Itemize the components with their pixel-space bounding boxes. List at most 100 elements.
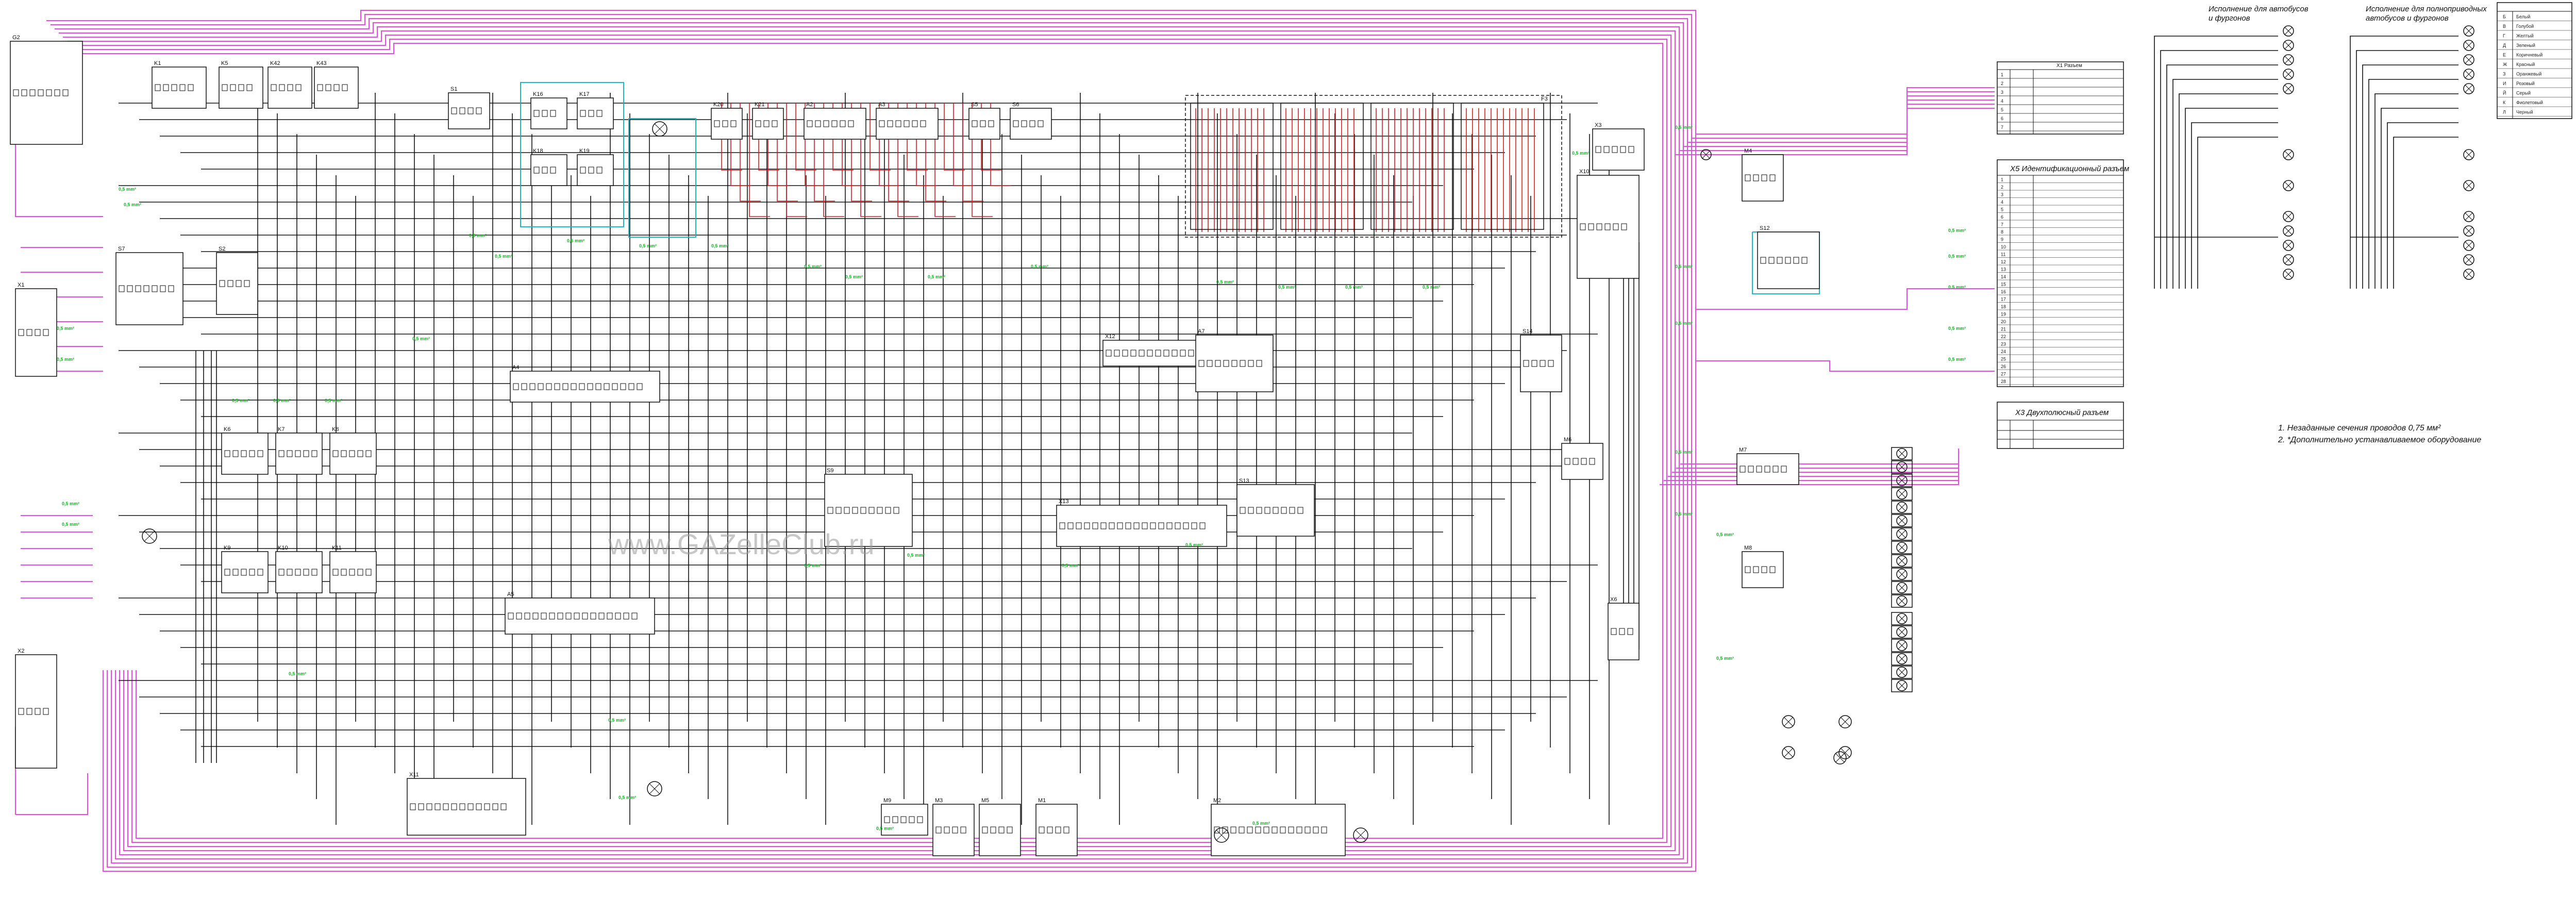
contact (1125, 522, 1131, 529)
contact (815, 120, 821, 127)
lamp-cross (2465, 85, 2473, 93)
wire-section-tag: 0,5 mm² (608, 718, 626, 723)
lamp-cross (2465, 181, 2473, 190)
contact (179, 84, 186, 91)
contact (1248, 507, 1254, 514)
contact (43, 708, 49, 715)
contact (884, 816, 890, 823)
lamp-cross (2465, 270, 2473, 278)
lamp-cross (2465, 27, 2473, 35)
cyan-enclosure (628, 118, 696, 238)
wire-section-tag: 0,5 mm² (1278, 285, 1296, 290)
fuse-block: F3 (1185, 95, 1562, 238)
lamp-cross (2284, 27, 2293, 35)
contact (484, 803, 490, 810)
wire (2154, 36, 2278, 289)
colour-name: Оранжевый (2516, 72, 2541, 77)
component-label: X3 (1595, 122, 1601, 128)
component-m3 (932, 804, 975, 856)
colour-name: Зеленый (2516, 43, 2535, 48)
lamp-cross (1898, 476, 1906, 485)
contact (542, 110, 548, 117)
wire-section-tag: 0,5 mm² (119, 187, 136, 192)
contact (596, 110, 603, 117)
contact (582, 612, 588, 620)
lamp-socket (1891, 474, 1913, 487)
fuse-block-section (1280, 103, 1364, 230)
colour-name: Фиолетовый (2516, 100, 2543, 105)
component-k42 (267, 67, 312, 109)
contact (1142, 522, 1148, 529)
contact (827, 507, 833, 514)
lamp-icon (1896, 515, 1908, 526)
contact (549, 612, 555, 620)
contact (1628, 146, 1634, 153)
colour-name: Красный (2516, 62, 2535, 67)
contact (127, 285, 133, 292)
red-wire (795, 103, 816, 171)
contact (349, 569, 355, 576)
contact (467, 107, 474, 114)
contact (357, 450, 363, 457)
wire-section-tag: 0,5 mm² (62, 522, 79, 527)
contact (1183, 522, 1189, 529)
colour-name: Розовый (2516, 81, 2535, 86)
component-label: X1 (18, 282, 24, 288)
wire-section-tag: 0,5 mm² (57, 326, 74, 331)
contact (1595, 146, 1601, 153)
colour-name: Голубой (2516, 24, 2534, 29)
table-cell: 2 (2001, 185, 2003, 190)
wire-section-tag: 0,5 mm² (289, 671, 306, 676)
contact (588, 167, 594, 174)
wire-section-tag: 0,5 mm² (469, 233, 487, 238)
component-label: A2 (806, 102, 813, 108)
contact (529, 383, 536, 390)
contact (1748, 466, 1754, 473)
contact (257, 450, 263, 457)
component-m5 (979, 804, 1021, 856)
wire (2387, 122, 2458, 289)
lamp-cross (1784, 717, 1793, 726)
contact (1272, 826, 1278, 834)
contact (1604, 223, 1611, 230)
component-label: X11 (409, 772, 419, 778)
table-cell: 4 (2001, 200, 2003, 205)
contact (451, 803, 457, 810)
x3-table: X3 Двухполюсный разъем (1997, 402, 2124, 449)
wire (2393, 137, 2458, 289)
contact (508, 612, 514, 620)
contact (590, 612, 596, 620)
colour-name: Белый (2516, 14, 2530, 20)
lamp-icon (2283, 225, 2294, 237)
lamp-icon (1896, 613, 1908, 624)
component-label: K1 (154, 60, 161, 67)
lamp-icon (1896, 461, 1908, 473)
table-cell: 4 (2001, 98, 2003, 104)
lamp-icon (2463, 240, 2474, 251)
contact (1055, 826, 1061, 834)
pink-harness (1696, 360, 1995, 372)
contact (990, 826, 996, 834)
lamp-cross (1898, 503, 1906, 511)
colour-name: Желтый (2516, 34, 2534, 39)
red-wiring (721, 103, 1535, 232)
component-label: K10 (278, 545, 288, 551)
wire (2197, 137, 2278, 289)
pink-harness (67, 30, 1676, 851)
contact (232, 569, 239, 576)
lamp-icon (1700, 149, 1712, 160)
contact (521, 383, 527, 390)
table-cell: 12 (2001, 259, 2006, 264)
contact (278, 569, 285, 576)
bus-variant-header-line1: Исполнение для автобусов (2209, 5, 2309, 13)
lamp-icon (2283, 69, 2294, 80)
contact (595, 383, 601, 390)
contact (236, 280, 242, 287)
lamp-cross (2465, 227, 2473, 235)
colour-name: Коричневый (2516, 53, 2542, 58)
wire (2356, 50, 2458, 289)
table-cell: 10 (2001, 244, 2006, 250)
lamp-icon (2463, 211, 2474, 222)
wire-section-tag: 0,5 mm² (1062, 563, 1079, 568)
